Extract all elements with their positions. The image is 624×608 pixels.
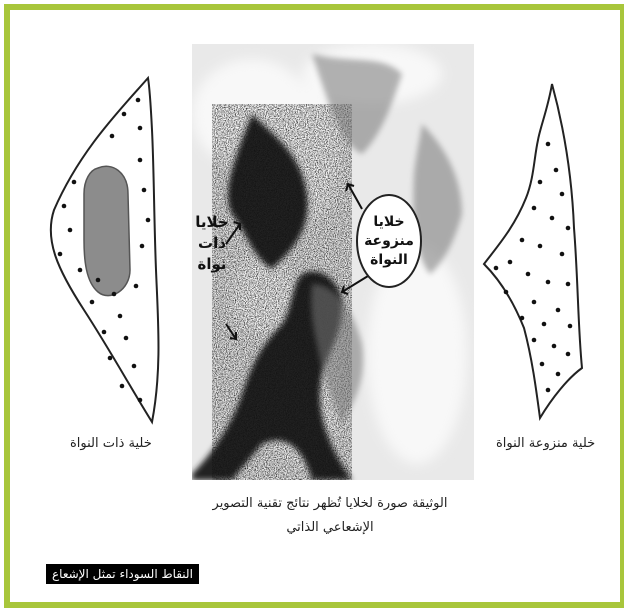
radiation-dot [538, 180, 543, 185]
caption-line-1: الوثيقة صورة لخلايا تُظهر نتائج تقنية ال… [180, 492, 480, 516]
radiation-dot [556, 372, 561, 377]
radiation-dot [546, 280, 551, 285]
radiation-dot [560, 252, 565, 257]
radiation-dot [62, 204, 67, 209]
radiation-dot [566, 352, 571, 357]
radiation-dot [136, 98, 141, 103]
radiation-dot [546, 388, 551, 393]
nucleus [84, 166, 130, 295]
radiation-dot [68, 228, 73, 233]
label-nucleated-cells: خلايا ذات نواة [192, 212, 232, 275]
radiation-dot [90, 300, 95, 305]
radiation-dot [494, 266, 499, 271]
radiation-dot [532, 206, 537, 211]
radiation-dot [146, 218, 151, 223]
radiation-dot [520, 238, 525, 243]
radiation-dot [78, 268, 83, 273]
nucleated-cell-label: خلية ذات النواة [70, 436, 152, 451]
radiation-dot [508, 260, 513, 265]
radiation-dot [134, 284, 139, 289]
radiation-dot [554, 168, 559, 173]
enucleated-cell-membrane [484, 84, 582, 418]
radiation-dot [120, 384, 125, 389]
radiation-dot [138, 398, 143, 403]
radiation-dot [110, 134, 115, 139]
autoradiograph-photo [192, 44, 474, 480]
radiation-dot [526, 272, 531, 277]
radiation-dot [538, 244, 543, 249]
radiation-dot [550, 216, 555, 221]
radiation-dot [102, 330, 107, 335]
radiation-dot [566, 282, 571, 287]
enucleated-cell-diagram [478, 78, 598, 428]
radiation-dot [140, 244, 145, 249]
radiation-dot [566, 226, 571, 231]
radiation-dot [520, 316, 525, 321]
radiation-dot [504, 290, 509, 295]
figure-caption: الوثيقة صورة لخلايا تُظهر نتائج تقنية ال… [180, 492, 480, 540]
enucleated-cell-label: خلية منزوعة النواة [496, 436, 595, 451]
radiation-dot [138, 126, 143, 131]
radiation-dot [532, 300, 537, 305]
radiation-dot [532, 338, 537, 343]
radiation-dot [568, 324, 573, 329]
radiation-dot [108, 356, 113, 361]
radiation-dot [142, 188, 147, 193]
caption-line-2: الإشعاعي الذاتي [180, 516, 480, 540]
radiation-dot [96, 278, 101, 283]
radiation-dot [58, 252, 63, 257]
radiation-dot [122, 112, 127, 117]
radiation-dot [546, 142, 551, 147]
radiation-dot [132, 364, 137, 369]
radiation-dot [540, 362, 545, 367]
radiation-dot [118, 314, 123, 319]
radiation-dot [560, 192, 565, 197]
radiation-dot [112, 292, 117, 297]
radiation-dot [552, 344, 557, 349]
nucleated-cell-diagram [40, 70, 170, 430]
radiation-dot [124, 336, 129, 341]
label-enucleated-cells: خلايا منزوعة النواة [356, 194, 422, 288]
legend-note: النقاط السوداء تمثل الإشعاع [46, 564, 199, 584]
radiation-dot [138, 158, 143, 163]
radiation-dot [556, 308, 561, 313]
radiation-dot [72, 180, 77, 185]
radiation-dot [542, 322, 547, 327]
